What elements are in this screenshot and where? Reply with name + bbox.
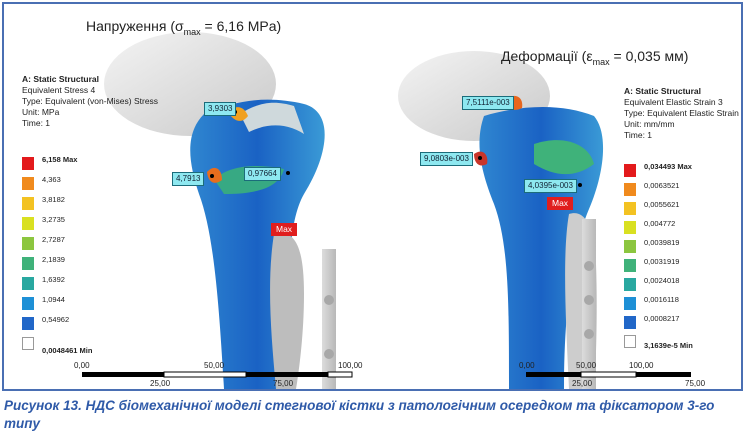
legend-swatch bbox=[22, 257, 34, 270]
left-callout-lateral: 0,97664 bbox=[244, 167, 281, 181]
legend-label: 0,0016118 bbox=[644, 295, 679, 304]
legend-label: 0,0055621 bbox=[644, 200, 680, 209]
legend-swatch bbox=[624, 183, 636, 196]
left-max-tag: Max bbox=[271, 223, 298, 236]
legend-label: 0,0008217 bbox=[644, 314, 680, 323]
left-screw-1 bbox=[324, 295, 334, 305]
right-info-block: A: Static Structural Equivalent Elastic … bbox=[624, 86, 739, 141]
right-callout-neck: 7,5111e-003 bbox=[462, 96, 514, 110]
legend-label: 0,004772 bbox=[644, 219, 676, 228]
right-max-tag: Max bbox=[547, 197, 574, 210]
legend-swatch bbox=[22, 177, 34, 190]
left-scale-label: 0,00 bbox=[74, 361, 90, 370]
legend-swatch bbox=[624, 202, 636, 215]
right-callout-lateral: 4,0395e-003 bbox=[524, 179, 577, 193]
legend-swatch bbox=[22, 317, 34, 330]
right-screw-3 bbox=[584, 329, 594, 339]
left-callout-neck: 3,9303 bbox=[204, 102, 237, 116]
legend-label: 3,2735 bbox=[42, 215, 65, 224]
right-info-line: Type: Equivalent Elastic Strain bbox=[624, 108, 739, 118]
left-info-line: A: Static Structural bbox=[22, 74, 99, 84]
legend-swatch bbox=[624, 240, 636, 253]
left-scale-bar bbox=[82, 371, 353, 378]
right-femur-neck-shaft bbox=[479, 107, 604, 389]
legend-swatch bbox=[22, 277, 34, 290]
left-femur-neck-shaft bbox=[190, 99, 325, 389]
legend-label: 0,0048461 Min bbox=[42, 346, 93, 355]
right-callout-medial: 9,0803e-003 bbox=[420, 152, 473, 166]
legend-swatch bbox=[624, 278, 636, 291]
right-color-legend: 0,034493 Max 0,0063521 0,0055621 0,00477… bbox=[624, 162, 734, 364]
left-info-line: Unit: MPa bbox=[22, 107, 60, 117]
left-info-line: Equivalent Stress 4 bbox=[22, 85, 96, 95]
right-strain-band bbox=[534, 140, 594, 175]
right-info-line: A: Static Structural bbox=[624, 86, 701, 96]
legend-swatch bbox=[624, 297, 636, 310]
legend-label: 0,0031919 bbox=[644, 257, 680, 266]
legend-label: 1,0944 bbox=[42, 295, 65, 304]
legend-label: 2,7287 bbox=[42, 235, 65, 244]
right-info-line: Equivalent Elastic Strain 3 bbox=[624, 97, 723, 107]
left-scale-label: 25,00 bbox=[150, 379, 171, 388]
legend-label: 3,8182 bbox=[42, 195, 65, 204]
legend-swatch bbox=[22, 237, 34, 250]
legend-swatch bbox=[624, 221, 636, 234]
right-info-line: Time: 1 bbox=[624, 130, 653, 140]
legend-label: 4,363 bbox=[42, 175, 61, 184]
left-info-block: A: Static Structural Equivalent Stress 4… bbox=[22, 74, 158, 129]
legend-label: 0,0039819 bbox=[644, 238, 680, 247]
legend-swatch bbox=[624, 259, 636, 272]
legend-label: 0,54962 bbox=[42, 315, 70, 324]
left-screw-2 bbox=[324, 349, 334, 359]
right-scale-label: 50,00 bbox=[576, 361, 597, 370]
left-neck-highlight bbox=[240, 102, 304, 134]
left-hotspot-medial bbox=[207, 167, 222, 183]
legend-label: 6,158 Max bbox=[42, 155, 78, 164]
left-fixator-plate bbox=[322, 249, 336, 389]
legend-swatch bbox=[22, 297, 34, 310]
left-color-legend: 6,158 Max 4,363 3,8182 3,2735 2,7287 2,1… bbox=[22, 155, 132, 357]
left-callout-medial: 4,7913 bbox=[172, 172, 205, 186]
legend-swatch bbox=[22, 157, 34, 170]
left-lesion-region bbox=[270, 233, 304, 389]
figure-frame: Напруження (σmax = 6,16 MPa) Деформації … bbox=[2, 2, 743, 391]
legend-label: 1,6392 bbox=[42, 275, 65, 284]
legend-swatch bbox=[624, 164, 636, 177]
right-scale-label: 100,00 bbox=[629, 361, 654, 370]
figure-caption: Рисунок 13. НДС біомеханічної моделі сте… bbox=[4, 398, 715, 431]
right-panel-title: Деформації (εmax = 0,035 мм) bbox=[501, 48, 689, 67]
left-info-line: Time: 1 bbox=[22, 118, 51, 128]
right-screw-2 bbox=[584, 295, 594, 305]
left-scale-label: 75,00 bbox=[273, 379, 294, 388]
legend-swatch bbox=[624, 335, 636, 348]
left-panel-title: Напруження (σmax = 6,16 MPa) bbox=[86, 18, 282, 37]
right-screw-1 bbox=[584, 261, 594, 271]
legend-swatch bbox=[22, 337, 34, 350]
left-scale-label: 100,00 bbox=[338, 361, 363, 370]
left-info-line: Type: Equivalent (von-Mises) Stress bbox=[22, 96, 159, 106]
legend-label: 0,0024018 bbox=[644, 276, 680, 285]
left-scale-label: 50,00 bbox=[204, 361, 225, 370]
right-scale-label: 0,00 bbox=[519, 361, 535, 370]
right-scale-label: 25,00 bbox=[572, 379, 593, 388]
right-scale-label: 75,00 bbox=[685, 379, 706, 388]
legend-swatch bbox=[22, 217, 34, 230]
legend-label: 3,1639e-5 Min bbox=[644, 341, 693, 350]
legend-swatch bbox=[624, 316, 636, 329]
right-info-line: Unit: mm/mm bbox=[624, 119, 675, 129]
right-scale-bar bbox=[526, 371, 691, 378]
legend-label: 0,0063521 bbox=[644, 181, 680, 190]
left-femur-model bbox=[104, 32, 336, 389]
legend-swatch bbox=[22, 197, 34, 210]
legend-label: 0,034493 Max bbox=[644, 162, 692, 171]
legend-label: 2,1839 bbox=[42, 255, 65, 264]
